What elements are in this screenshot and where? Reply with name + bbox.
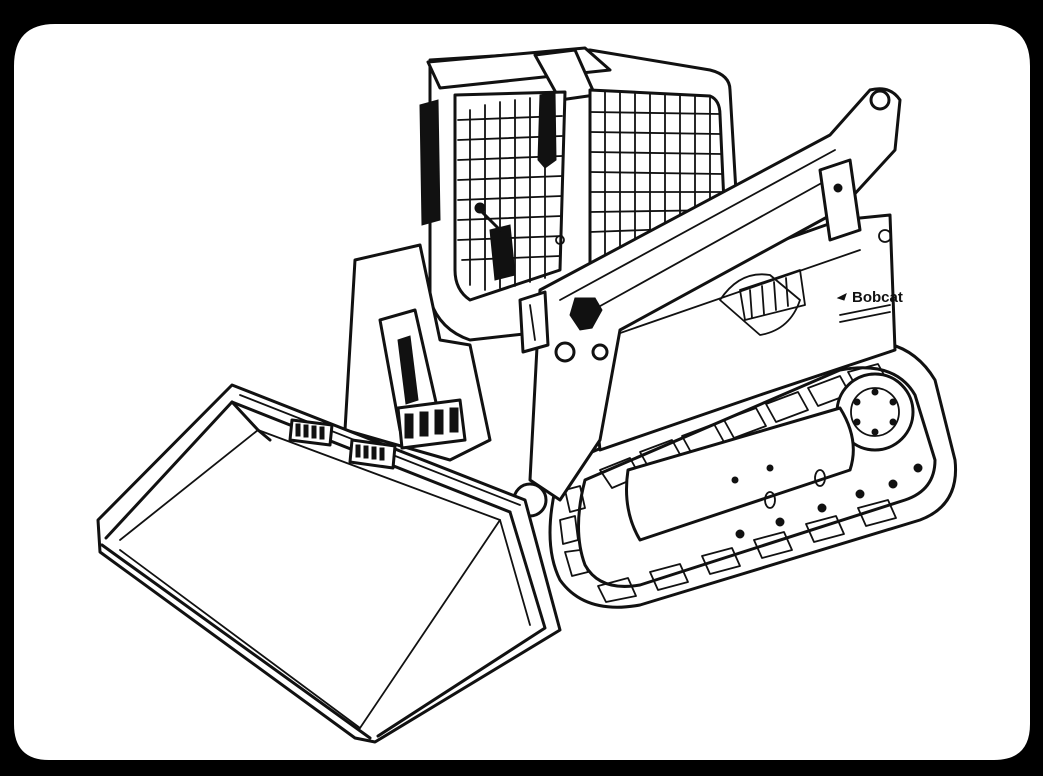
brand-label: Bobcat — [852, 289, 903, 306]
left-tower — [343, 243, 548, 518]
track — [548, 340, 958, 609]
bucket — [96, 383, 562, 744]
lift-arm — [518, 87, 902, 502]
